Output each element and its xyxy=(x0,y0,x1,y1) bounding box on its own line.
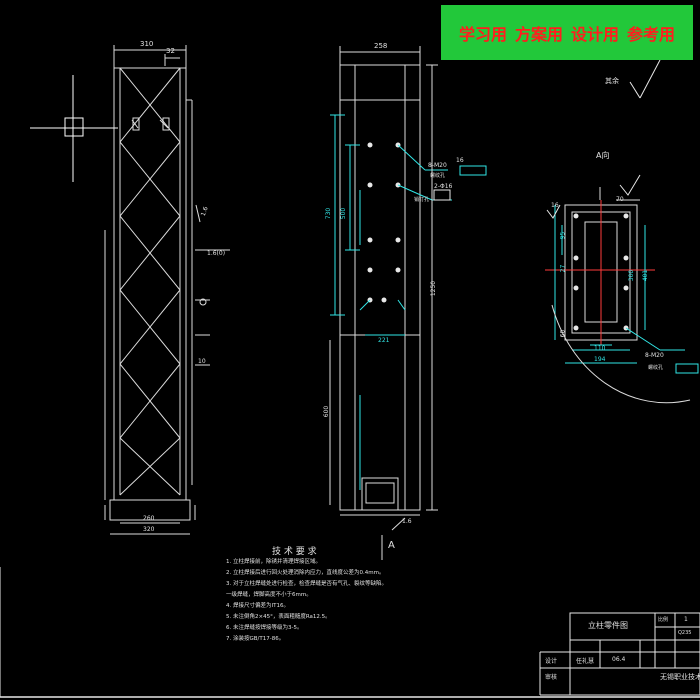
dim-mid-bottom: 221 xyxy=(378,337,390,344)
title-designer: 任礼慧 xyxy=(576,658,595,665)
tech-note-6: 5. 未注倒角2×45°，表面粗糙度Ra12.5。 xyxy=(226,614,331,620)
banner-item-plan: 方案用 xyxy=(514,24,563,44)
av-dim-16: 16 xyxy=(551,202,559,209)
title-scale: 1 xyxy=(684,616,688,623)
dim-side-1: 1.6(0) xyxy=(207,250,226,257)
title-date: 06.4 xyxy=(612,656,626,663)
dim-mid-16: 16 xyxy=(456,157,464,164)
av-dim-300: 300 xyxy=(628,269,636,282)
tech-note-7: 6. 未注焊缝按焊接等级为3-5。 xyxy=(226,625,303,631)
title-school: 无锡职业技术 xyxy=(660,673,700,681)
av-dim-27: 27 xyxy=(559,264,567,273)
tech-note-3: 3. 对于立柱焊缝处进行检查，检查焊缝是否有气孔、裂纹等缺陷。 xyxy=(226,581,387,587)
roughness-label: 其余 xyxy=(605,77,619,85)
dim-mid-730: 730 xyxy=(325,207,333,220)
watermark-banner: 学习用 方案用 设计用 参考用 xyxy=(441,5,693,60)
callout-phi16: 2-Φ16 xyxy=(434,183,453,190)
dim-base-outer: 320 xyxy=(143,526,155,533)
title-check-label: 审核 xyxy=(545,674,558,681)
view-a-label: A向 xyxy=(596,151,610,160)
av-dim-95: 95 xyxy=(559,231,567,240)
av-dim-70: 70 xyxy=(616,196,624,203)
dim-mid-500: 500 xyxy=(340,207,348,220)
tech-title: 技 术 要 求 xyxy=(272,547,317,557)
tech-notes: 1. 立柱焊接前，除锈并清理焊接区域。 2. 立柱焊接后进行回火处理消除内应力，… xyxy=(226,557,387,645)
dim-side-2: 10 xyxy=(198,358,206,365)
tech-note-8: 7. 涂装按GB/T17-86。 xyxy=(226,636,285,642)
dim-mid-top: 258 xyxy=(374,42,388,50)
banner-item-reference: 参考用 xyxy=(627,24,676,44)
av-dim-110: 110 xyxy=(594,345,606,352)
av-dim-60: 60 xyxy=(559,329,567,338)
dim-mid-600: 600 xyxy=(323,405,331,418)
title-part-name: 立柱零件图 xyxy=(588,621,628,630)
dim-base-inner: 260 xyxy=(143,515,155,522)
title-block xyxy=(539,612,700,696)
banner-item-study: 学习用 xyxy=(458,24,507,44)
av-dim-401: 401 xyxy=(642,269,650,282)
callout-phi16-label: 销钉孔 xyxy=(414,197,430,203)
tech-note-4: 一级焊缝，焊脚高度不小于6mm。 xyxy=(226,592,312,598)
av-dim-194: 194 xyxy=(594,356,606,363)
middle-view xyxy=(329,46,487,560)
tech-note-1: 1. 立柱焊接前，除锈并清理焊接区域。 xyxy=(226,559,321,565)
title-designer-label: 设计 xyxy=(545,658,558,665)
tech-note-5: 4. 焊接尺寸偏差为IT16。 xyxy=(226,603,289,609)
dim-mid-bottom-16: 1.6 xyxy=(402,518,412,525)
dim-top-small: 32 xyxy=(166,47,175,55)
callout-m20-label: 螺纹孔 xyxy=(430,173,446,179)
tech-note-2: 2. 立柱焊接后进行回火处理消除内应力，直线度公差为0.4mm。 xyxy=(226,570,385,576)
left-view xyxy=(30,45,230,535)
title-material: Q235 xyxy=(678,630,692,636)
dim-top-width: 310 xyxy=(140,40,154,48)
banner-item-design: 设计用 xyxy=(571,24,620,44)
callout-m20: 8-M20 xyxy=(428,162,447,169)
av-callout-label: 螺纹孔 xyxy=(648,365,664,371)
av-callout: 8-M20 xyxy=(645,352,664,359)
section-a-label: A xyxy=(388,540,395,551)
dim-mid-1250: 1250 xyxy=(430,280,438,297)
right-view-a xyxy=(545,59,699,404)
title-scale-label: 比例 xyxy=(658,617,669,623)
